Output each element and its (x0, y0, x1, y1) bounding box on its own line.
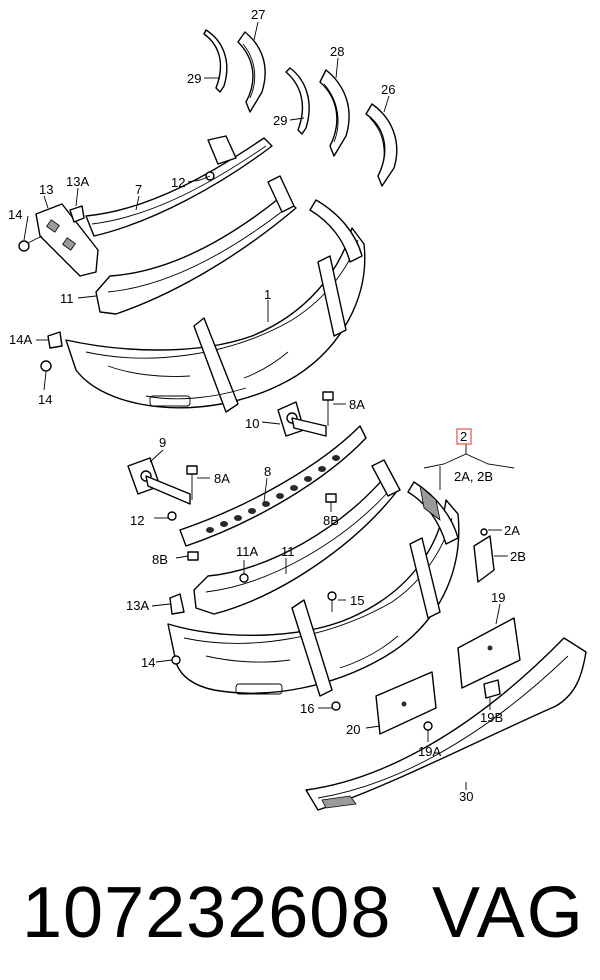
callout-16: 16 (300, 701, 314, 716)
callout-29: 29 (273, 113, 287, 128)
bumper-cover-1 (65, 199, 366, 413)
bar-holes (206, 455, 340, 533)
callout-14: 14 (141, 655, 155, 670)
callout-10: 10 (245, 416, 259, 431)
screw-14-lower (40, 360, 52, 372)
bumper-cover-2 (167, 481, 460, 697)
screw-14-bottom (171, 655, 181, 665)
callout-19a: 19A (418, 744, 441, 759)
footer: 107232608 VAG (0, 858, 600, 968)
callout-7: 7 (135, 182, 142, 197)
nut-8b-left (187, 551, 199, 561)
callout-14: 14 (8, 207, 22, 222)
callout-14a: 14A (9, 332, 32, 347)
screw-16 (331, 701, 341, 711)
callout-26: 26 (381, 82, 395, 97)
plate-holder-19 (457, 617, 521, 689)
spoiler-30 (305, 637, 587, 811)
callout-8a: 8A (349, 397, 365, 412)
callout-8: 8 (264, 464, 271, 479)
trim-29-lower (285, 67, 310, 135)
callout-8b: 8B (152, 552, 168, 567)
trim-28 (319, 69, 350, 157)
callout-2: 2 (460, 429, 467, 444)
part-number: 107232608 (22, 873, 392, 953)
impact-bar-8 (179, 425, 367, 547)
clip-14a (47, 331, 63, 349)
callout-8a: 8A (214, 471, 230, 486)
nut-8b-mid (325, 493, 337, 503)
clip-19b (483, 679, 501, 699)
callout-30: 30 (459, 789, 473, 804)
brand-name: VAG (432, 873, 585, 953)
callout-2b: 2B (510, 549, 526, 564)
screw-19a (423, 721, 433, 731)
bracket-13 (35, 203, 99, 277)
callout-14: 14 (38, 392, 52, 407)
mount-10 (277, 401, 327, 437)
callout-11a: 11A (236, 544, 258, 559)
callout-13: 13 (39, 182, 53, 197)
callout-2-box (456, 428, 472, 445)
bolt-8a-lower (186, 465, 198, 500)
screw-15 (327, 591, 337, 612)
callout-29: 29 (187, 71, 201, 86)
screw-14 (18, 235, 43, 252)
bolt-8a-upper (322, 391, 334, 426)
callout-1: 1 (264, 287, 271, 302)
callout-19b: 19B (480, 710, 503, 725)
callout-15: 15 (350, 593, 364, 608)
impact-bar-7 (85, 135, 273, 237)
plate-holder-20 (375, 671, 437, 735)
callout-8b: 8B (323, 513, 339, 528)
callout-2a: 2A (504, 523, 520, 538)
screw-11a (239, 573, 249, 583)
trim-27 (237, 31, 266, 113)
exploded-parts-diagram: 27 29 28 29 26 (8, 7, 587, 811)
callout-12: 12 (130, 513, 144, 528)
mount-9 (127, 457, 191, 505)
callout-9: 9 (159, 435, 166, 450)
absorber-11 (95, 175, 297, 315)
cover-2b (473, 535, 495, 583)
clip-13a (69, 205, 85, 223)
callout-2a-2b: 2A, 2B (454, 469, 493, 484)
callout-11: 11 (281, 544, 295, 559)
screw-12 (199, 171, 215, 181)
callout-19: 19 (491, 590, 505, 605)
screw-12-lower (167, 511, 177, 521)
callout-27: 27 (251, 7, 265, 22)
callout-20: 20 (346, 722, 360, 737)
callout-11: 11 (60, 291, 74, 306)
callout-12: 12 (171, 175, 185, 190)
callout-28: 28 (330, 44, 344, 59)
clip-2a (480, 528, 488, 536)
callout-13a: 13A (126, 598, 149, 613)
trim-26 (365, 103, 398, 187)
callout-13a: 13A (66, 174, 89, 189)
trim-29-upper (203, 29, 228, 93)
clip-13a-lower (169, 593, 185, 615)
